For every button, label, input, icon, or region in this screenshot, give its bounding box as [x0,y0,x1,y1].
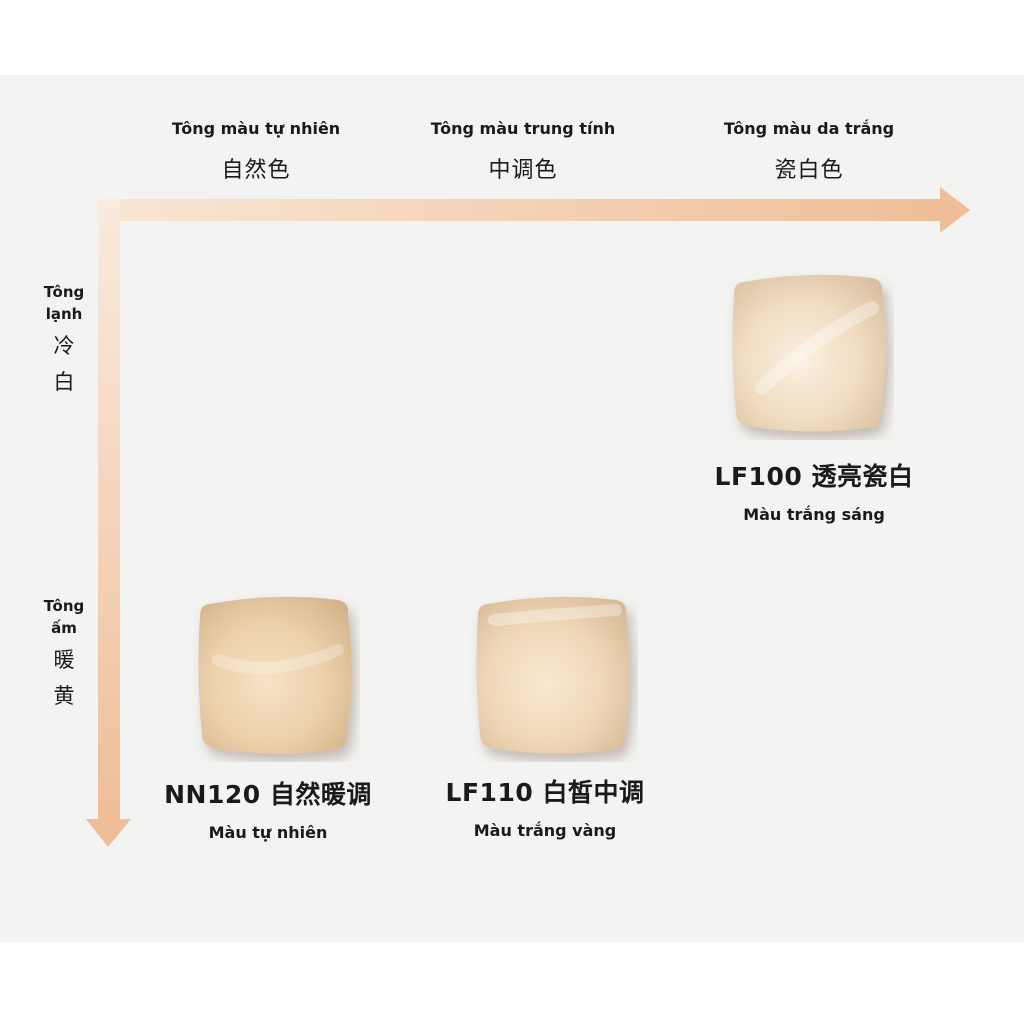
horizontal-axis-arrow [98,187,970,233]
product-code: NN120 自然暖调 [164,780,372,809]
vertical-axis-arrow [86,199,131,847]
row-label-vn-line2: ấm [51,619,77,637]
row-label-vn-line1: Tông [43,283,85,301]
product-subtitle: Màu tự nhiên [208,823,328,842]
column-label-cn: 瓷白色 [774,158,844,183]
column-label-vn: Tông màu da trắng [723,119,895,138]
swatch-lf110 [476,596,630,754]
row-header-warm: Tông ấm 暖 黄 [28,595,100,711]
product-subtitle: Màu trắng vàng [473,821,617,840]
row-label-cn-line1: 暖 [53,648,75,672]
product-code: LF110 白皙中调 [445,778,645,807]
swatch-lf100 [732,274,886,432]
column-label-vn: Tông màu tự nhiên [171,119,341,138]
row-label-vn-line2: lạnh [45,305,83,323]
row-header-cool: Tông lạnh 冷 白 [28,281,100,397]
column-header-fair: Tông màu da trắng 瓷白色 [669,119,949,184]
product-subtitle: Màu trắng sáng [743,505,885,524]
product-label-lf100: LF100 透亮瓷白 Màu trắng sáng [664,457,964,524]
product-label-nn120: NN120 自然暖调 Màu tự nhiên [118,775,418,842]
column-header-natural: Tông màu tự nhiên 自然色 [116,119,396,184]
product-code: LF100 透亮瓷白 [714,462,914,491]
column-label-cn: 中调色 [488,158,558,183]
column-label-vn: Tông màu trung tính [430,119,616,138]
column-header-neutral: Tông màu trung tính 中调色 [383,119,663,184]
row-label-cn-line1: 冷 [53,334,75,358]
row-label-vn-line1: Tông [43,597,85,615]
column-label-cn: 自然色 [221,158,291,183]
swatch-nn120 [198,596,352,754]
row-label-cn-line2: 黄 [53,684,75,708]
row-label-cn-line2: 白 [53,370,75,394]
product-label-lf110: LF110 白皙中调 Màu trắng vàng [395,773,695,840]
